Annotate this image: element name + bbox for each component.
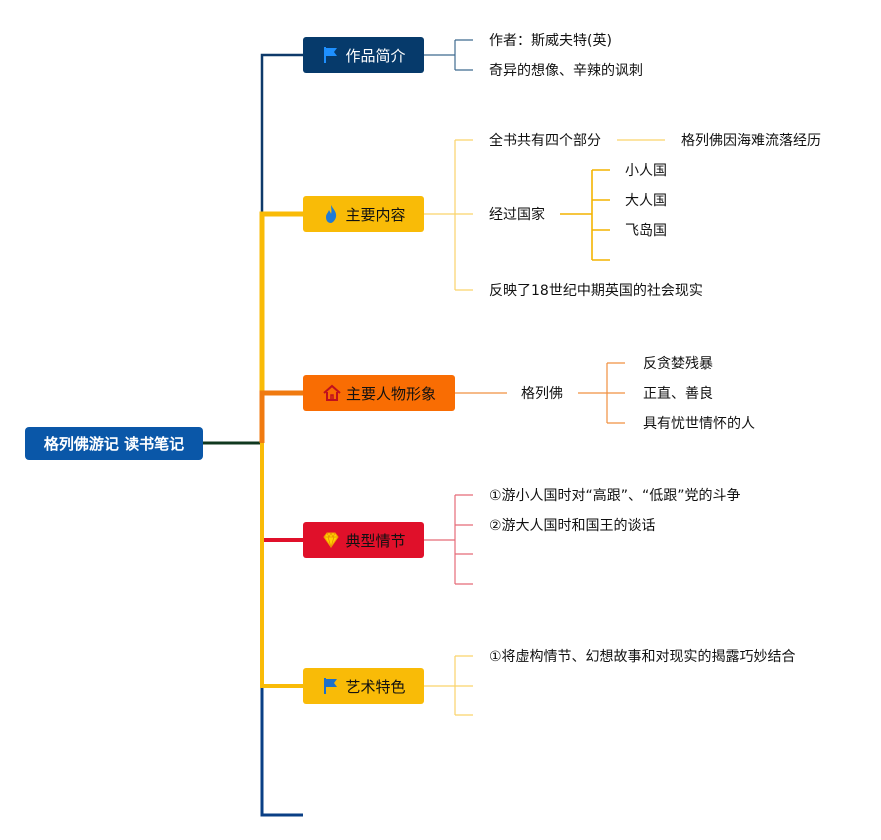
branch-line-intro [260,53,303,443]
branch-art[interactable]: 艺术特色 [303,668,424,704]
root-topic[interactable]: 格列佛游记 读书笔记 [25,427,203,460]
leaf-reflection[interactable]: 反映了18世纪中期英国的社会现实 [489,283,703,299]
leaf-four-parts[interactable]: 全书共有四个部分 [489,133,601,149]
flag-icon [321,676,341,696]
branch-line-characters [259,390,303,443]
branch-line-content [259,211,303,443]
branch-intro-label: 作品简介 [345,46,406,65]
leaf-plot-2[interactable]: ②游大人国时和国王的谈话 [489,518,656,534]
plots-leaf-lines [424,494,473,585]
leaf-worried[interactable]: 具有忧世情怀的人 [643,416,755,432]
branch-line-art [260,443,303,688]
leaf-shipwreck[interactable]: 格列佛因海难流落经历 [681,133,821,149]
characters-leaf-lines [455,362,625,424]
flag-icon [321,45,341,65]
art-leaf-lines [424,655,473,716]
house-icon [322,383,342,403]
branch-intro[interactable]: 作品简介 [303,37,424,73]
leaf-lilliput[interactable]: 小人国 [625,163,667,179]
fire-icon [321,204,341,224]
leaf-style[interactable]: 奇异的想像、辛辣的讽刺 [489,63,643,79]
intro-leaf-lines [424,39,473,71]
leaf-plot-1[interactable]: ①游小人国时对“高跟”、“低跟”党的斗争 [489,488,741,504]
leaf-anti-greed[interactable]: 反贪婪残暴 [643,356,713,372]
leaf-laputa[interactable]: 飞岛国 [625,223,667,239]
branch-art-label: 艺术特色 [345,677,406,696]
branch-content-label: 主要内容 [345,205,406,224]
leaf-author[interactable]: 作者：斯威夫特(英) [489,33,612,49]
content-country-lines [560,169,610,261]
branch-line-plots [260,443,303,542]
diamond-icon [321,530,341,550]
leaf-brobdingnag[interactable]: 大人国 [625,193,667,209]
leaf-upright[interactable]: 正直、善良 [643,386,713,402]
branch-characters-label: 主要人物形象 [345,384,436,403]
trunk-bottom [260,443,303,817]
leaf-art-1[interactable]: ①将虚构情节、幻想故事和对现实的揭露巧妙结合 [489,649,796,665]
branch-characters[interactable]: 主要人物形象 [303,375,455,411]
root-label: 格列佛游记 读书笔记 [43,435,185,453]
leaf-gulliver[interactable]: 格列佛 [521,386,563,402]
branch-plots-label: 典型情节 [345,531,406,550]
leaf-countries[interactable]: 经过国家 [489,207,545,223]
content-leaf-lines [424,139,665,291]
branch-content[interactable]: 主要内容 [303,196,424,232]
branch-plots[interactable]: 典型情节 [303,522,424,558]
